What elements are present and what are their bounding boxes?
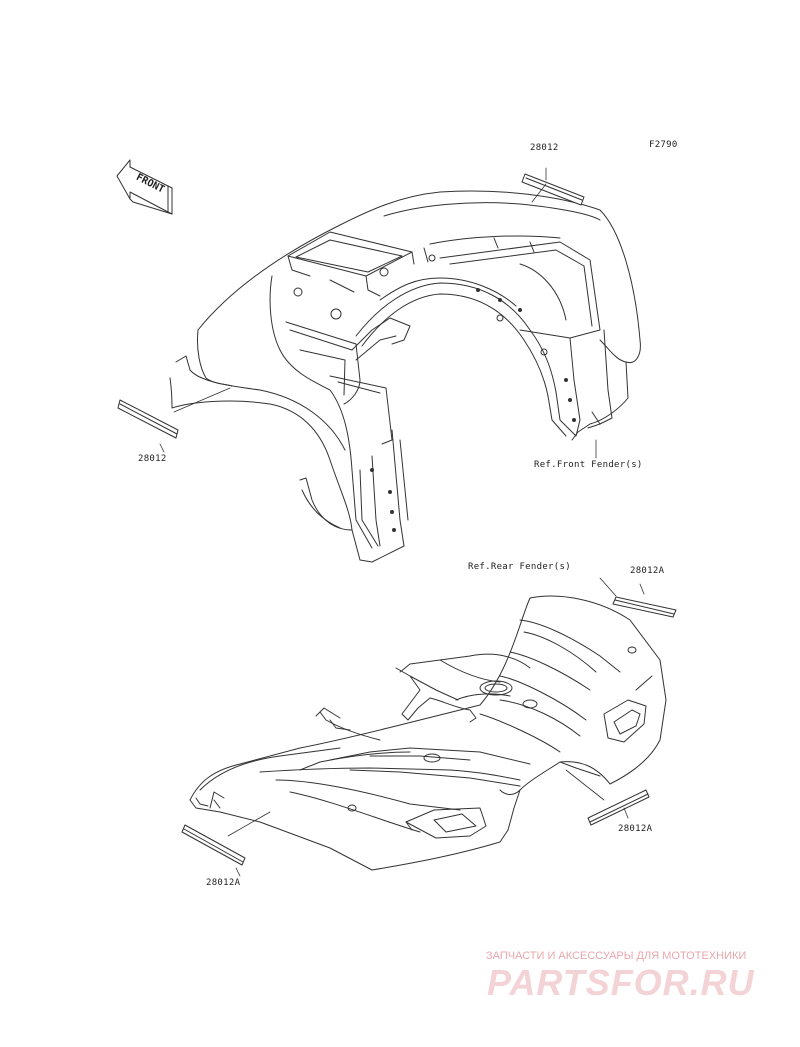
decal-28012A-right <box>566 770 649 825</box>
label-28012-top[interactable]: 28012 <box>530 143 559 153</box>
label-28012A-left[interactable]: 28012A <box>206 878 241 888</box>
rear-fender-drawing <box>190 596 666 870</box>
ref-rear-fender[interactable]: Ref.Rear Fender(s) <box>468 562 571 572</box>
label-28012A-right[interactable]: 28012A <box>618 824 653 834</box>
watermark-logo: PARTSFOR.RU <box>487 962 755 1003</box>
front-fender-drawing <box>170 191 640 562</box>
front-arrow-icon: FRONT <box>117 160 172 214</box>
figure-code: F2790 <box>649 140 678 150</box>
ref-front-fender[interactable]: Ref.Front Fender(s) <box>534 460 643 470</box>
decal-28012A-left <box>182 812 270 876</box>
decal-28012-left <box>118 388 230 452</box>
watermark-tagline: ЗАПЧАСТИ И АКСЕССУАРЫ ДЛЯ МОТОТЕХНИКИ <box>486 950 747 962</box>
label-28012-left[interactable]: 28012 <box>138 454 167 464</box>
decal-28012A-top <box>600 578 676 617</box>
label-28012A-top[interactable]: 28012A <box>630 566 665 576</box>
decal-28012-top <box>522 168 584 205</box>
